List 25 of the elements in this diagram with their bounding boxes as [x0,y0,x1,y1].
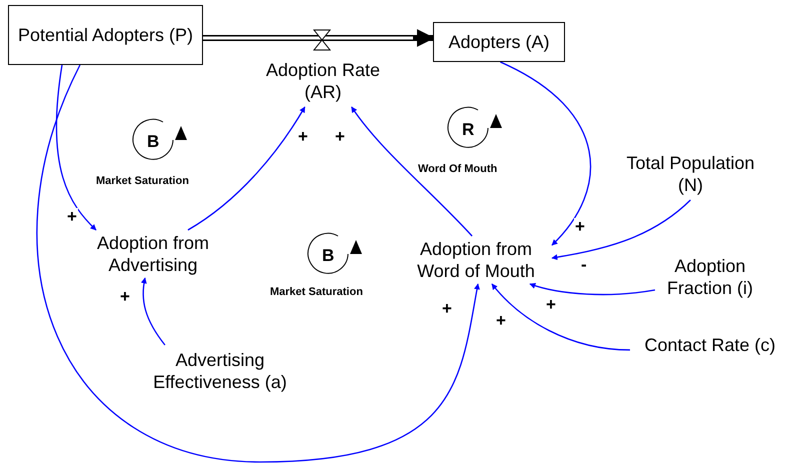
stock-box: Adopters (A) [433,22,565,62]
variable-label: Total Population (N) [618,148,763,200]
loop-type-letter: B [147,132,160,152]
flow-pipe-arrow [203,29,435,47]
loop-name: Market Saturation [96,175,189,188]
variable-label: Adoption from Advertising [78,230,228,278]
loop-name: Market Saturation [270,286,363,299]
causal-link-arrow [37,64,480,463]
variable-label: Adoption Rate (AR) [258,55,388,107]
causal-link-arrow [500,61,592,246]
loop-type-letter: B [322,246,334,266]
variable-label: Advertising Effectiveness (a) [145,345,295,397]
loop-type-letter: R [462,120,474,140]
stock-box: Potential Adopters (P) [8,5,203,65]
causal-link-arrow [56,64,96,230]
variable-label: Adoption from Word of Mouth [400,236,552,284]
loop-name: Word Of Mouth [418,163,498,176]
causal-link-arrow [491,284,630,351]
variable-label: Contact Rate (c) [630,332,790,358]
causal-link-arrow [351,106,473,236]
causal-link-arrow [188,106,306,231]
causal-link-arrow [551,200,691,260]
causal-link-arrow [141,277,166,346]
causal-link-arrow [529,282,656,296]
variable-label: Adoption Fraction (i) [655,252,765,302]
